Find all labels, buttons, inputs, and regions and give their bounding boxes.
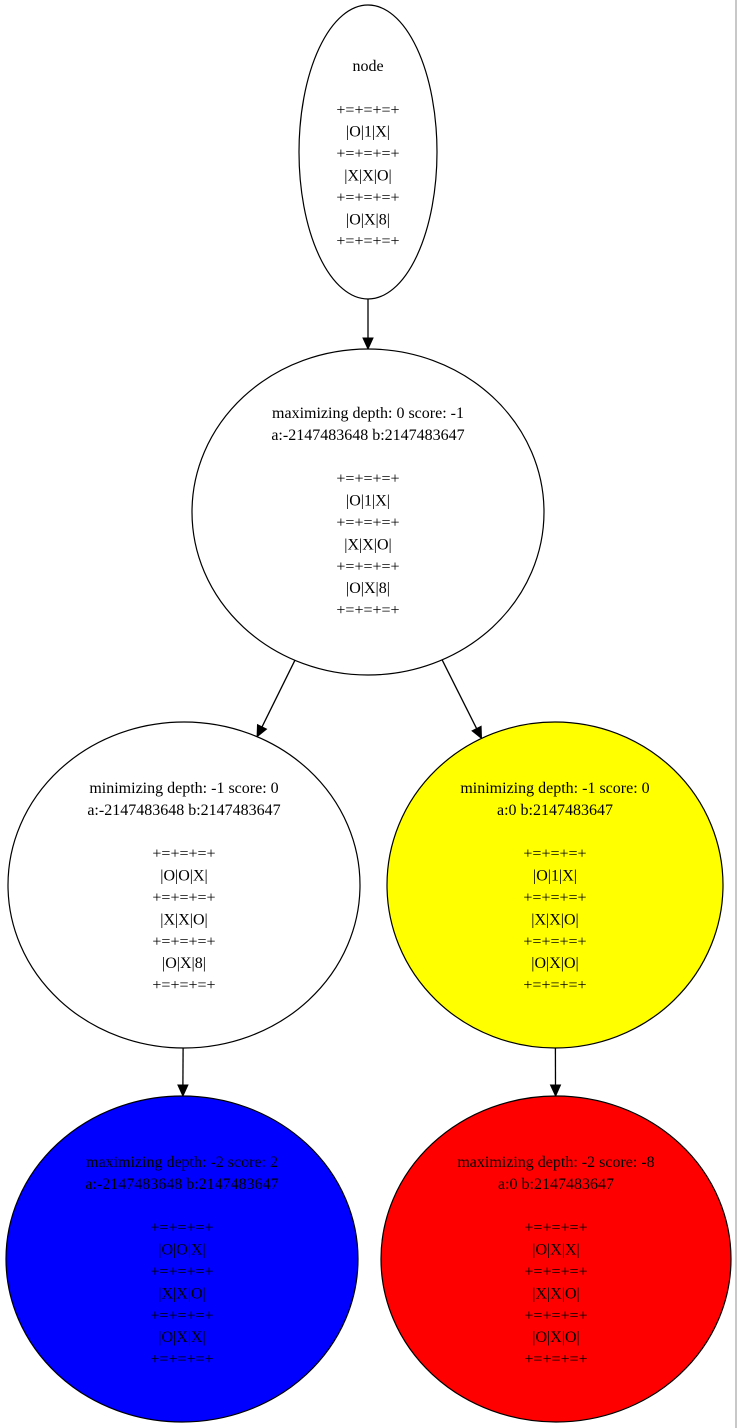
node-ellipse [380, 1095, 732, 1423]
node-label-line: +=+=+=+ [336, 102, 399, 119]
minimizing-left-node: minimizing depth: -1 score: 0 a:-21474836… [7, 721, 361, 1049]
node-label-line: a:0 b:2147483647 [498, 1176, 614, 1193]
node-label-line: +=+=+=+ [336, 189, 399, 206]
arrowhead-icon [471, 725, 483, 740]
node-label-line: |O|O|X| [160, 868, 207, 885]
node-label-line: |O|X|O| [531, 955, 578, 972]
node-ellipse [386, 721, 724, 1049]
node-ellipse [7, 721, 361, 1049]
node-label-line: |X|X|O| [344, 536, 391, 553]
node-label-line: |X|X|O| [532, 1285, 579, 1302]
arrowhead-icon [362, 337, 374, 351]
edge-max0-to-minR [441, 659, 483, 740]
edges-layer [177, 299, 562, 1098]
maximizing-left-node: maximizing depth: -2 score: 2 a:-21474836… [5, 1095, 359, 1423]
node-label-line: +=+=+=+ [336, 515, 399, 532]
maximizing-depth-0-node: maximizing depth: 0 score: -1 a:-21474836… [191, 348, 545, 676]
node-label-line: a:-2147483648 b:2147483647 [87, 802, 280, 819]
edge-minL-to-maxL [177, 1047, 189, 1098]
edge-max0-to-minL [256, 660, 296, 738]
node-label-line: minimizing depth: -1 score: 0 [460, 780, 649, 797]
node-label-line: +=+=+=+ [523, 977, 586, 994]
node-ellipse [5, 1095, 359, 1423]
nodes-layer: node +=+=+=+ |O|1|X| +=+=+=+ |X|X|O| +=+=+=+ |… [5, 4, 732, 1423]
node-label-line: a:-2147483648 b:2147483647 [271, 427, 464, 444]
node-label-line: |O|X|8| [162, 955, 206, 972]
node-label-line: |X|X|O| [160, 911, 207, 928]
node-label-line: |X|X|O| [344, 168, 391, 185]
node-label-line: +=+=+=+ [152, 846, 215, 863]
node-label-line: +=+=+=+ [524, 1264, 587, 1281]
node-label-line: |X|X|O| [531, 911, 578, 928]
arrowhead-icon [549, 1084, 562, 1098]
node-label-line: +=+=+=+ [150, 1220, 213, 1237]
node-label-line: +=+=+=+ [150, 1351, 213, 1368]
node-label-line: |O|X|8| [346, 580, 390, 597]
node-label-line: +=+=+=+ [152, 890, 215, 907]
node-label-line: |O|X|X| [532, 1242, 579, 1259]
node-label-line: +=+=+=+ [336, 558, 399, 575]
node-ellipse [298, 4, 438, 300]
node-label-line: +=+=+=+ [152, 933, 215, 950]
node-label-line: |X|X|O| [158, 1285, 205, 1302]
root-node: node +=+=+=+ |O|1|X| +=+=+=+ |X|X|O| +=+=+=+ |… [298, 4, 438, 300]
node-label-line: +=+=+=+ [336, 602, 399, 619]
node-label-line: |O|X|8| [346, 211, 390, 228]
node-label-line: +=+=+=+ [336, 146, 399, 163]
node-label-line: |O|1|X| [346, 493, 390, 510]
node-label-line: +=+=+=+ [336, 233, 399, 250]
node-label-line: |O|X|O| [532, 1329, 579, 1346]
arrowhead-icon [256, 723, 268, 738]
minimizing-right-node: minimizing depth: -1 score: 0 a:0 b:21474… [386, 721, 724, 1049]
edge-root-to-max0 [362, 299, 374, 351]
edge-line [261, 660, 296, 728]
edge-line [441, 659, 478, 729]
node-label-line: |O|O|X| [158, 1242, 205, 1259]
node-label-line: a:-2147483648 b:2147483647 [85, 1176, 278, 1193]
node-label-line: |O|1|X| [533, 868, 577, 885]
node-label-line: +=+=+=+ [523, 846, 586, 863]
page-right-border [735, 0, 737, 1428]
node-label-line: +=+=+=+ [524, 1351, 587, 1368]
node-ellipse [191, 348, 545, 676]
node-label-line: +=+=+=+ [336, 471, 399, 488]
node-label-line: maximizing depth: 0 score: -1 [272, 405, 464, 422]
node-label-line: |O|1|X| [346, 124, 390, 141]
node-label-line: +=+=+=+ [523, 890, 586, 907]
node-label-line: maximizing depth: -2 score: 2 [86, 1154, 278, 1171]
node-label-line: |O|X|X| [158, 1329, 205, 1346]
node-label-line: +=+=+=+ [150, 1307, 213, 1324]
node-label-line: node [352, 58, 383, 75]
node-label-line: +=+=+=+ [524, 1220, 587, 1237]
node-label-line: minimizing depth: -1 score: 0 [89, 780, 278, 797]
edge-minR-to-maxR [549, 1047, 562, 1098]
node-label-line: maximizing depth: -2 score: -8 [457, 1154, 654, 1171]
node-label-line: +=+=+=+ [523, 933, 586, 950]
maximizing-right-node: maximizing depth: -2 score: -8 a:0 b:2147… [380, 1095, 732, 1423]
node-label-line: +=+=+=+ [524, 1307, 587, 1324]
arrowhead-icon [177, 1084, 189, 1098]
node-label-line: +=+=+=+ [152, 977, 215, 994]
node-label-line: +=+=+=+ [150, 1264, 213, 1281]
node-label-line: a:0 b:2147483647 [497, 802, 613, 819]
